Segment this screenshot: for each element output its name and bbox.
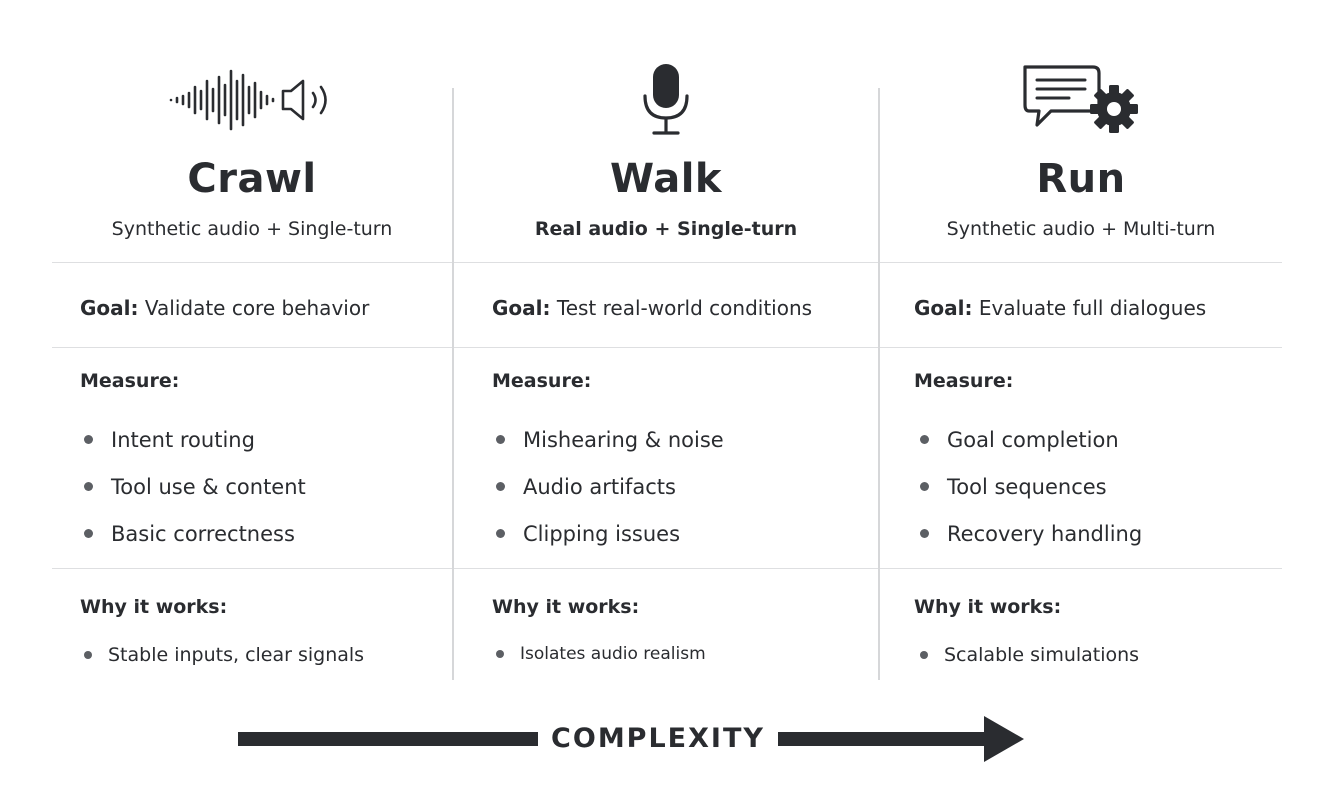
divider-header (52, 262, 1282, 263)
arrow-right-icon (984, 716, 1024, 762)
stage-goal: Goal: Test real-world conditions (492, 296, 812, 320)
measure-text: Intent routing (111, 427, 255, 452)
bullet-icon (920, 435, 929, 444)
complexity-label: COMPLEXITY (551, 723, 765, 754)
bullet-icon (496, 529, 505, 538)
why-label: Why it works: (914, 596, 1062, 618)
list-item: Stable inputs, clear signals (84, 644, 364, 666)
complexity-arrow: COMPLEXITY (238, 716, 1028, 762)
bullet-icon (84, 435, 93, 444)
why-label: Why it works: (492, 596, 640, 618)
stage-walk: Walk Real audio + Single-turn Goal: Test… (454, 60, 878, 680)
stage-goal: Goal: Validate core behavior (80, 296, 369, 320)
bullet-icon (84, 651, 92, 659)
why-list: Scalable simulations (920, 644, 1139, 666)
goal-text: Test real-world conditions (556, 296, 813, 320)
stages-board: Crawl Synthetic audio + Single-turn Goal… (52, 60, 1282, 680)
goal-text: Evaluate full dialogues (978, 296, 1207, 320)
list-item: Isolates audio realism (496, 644, 706, 664)
chat-gear-icon (880, 60, 1282, 140)
stage-title: Crawl (187, 156, 317, 202)
stage-title: Run (1036, 156, 1126, 202)
stage-subtitle: Synthetic audio + Multi-turn (946, 218, 1216, 240)
bullet-icon (496, 482, 505, 491)
measure-text: Mishearing & noise (523, 427, 724, 452)
bullet-icon (84, 482, 93, 491)
why-text: Stable inputs, clear signals (108, 644, 365, 666)
stage-crawl: Crawl Synthetic audio + Single-turn Goal… (52, 60, 452, 680)
divider-col-2 (878, 88, 880, 680)
list-item: Audio artifacts (496, 463, 724, 510)
bullet-icon (920, 482, 929, 491)
goal-label: Goal: (492, 296, 551, 320)
list-item: Mishearing & noise (496, 416, 724, 463)
stage-run: Run Synthetic audio + Multi-turn Goal: E… (880, 60, 1282, 680)
bullet-icon (920, 529, 929, 538)
measure-text: Tool use & content (111, 474, 306, 499)
list-item: Tool use & content (84, 463, 306, 510)
list-item: Basic correctness (84, 510, 306, 557)
measure-list: Intent routing Tool use & content Basic … (84, 416, 306, 557)
why-list: Isolates audio realism (496, 644, 706, 664)
divider-col-1 (452, 88, 454, 680)
stage-goal: Goal: Evaluate full dialogues (914, 296, 1206, 320)
goal-label: Goal: (914, 296, 973, 320)
measure-list: Mishearing & noise Audio artifacts Clipp… (496, 416, 724, 557)
list-item: Tool sequences (920, 463, 1142, 510)
measure-text: Tool sequences (947, 474, 1107, 499)
why-text: Scalable simulations (944, 644, 1140, 666)
measure-text: Recovery handling (947, 521, 1143, 546)
bullet-icon (920, 651, 928, 659)
divider-measure (52, 568, 1282, 569)
why-label: Why it works: (80, 596, 228, 618)
why-list: Stable inputs, clear signals (84, 644, 364, 666)
stage-title: Walk (610, 156, 722, 202)
list-item: Goal completion (920, 416, 1142, 463)
list-item: Intent routing (84, 416, 306, 463)
divider-goal (52, 347, 1282, 348)
measure-text: Goal completion (947, 427, 1119, 452)
measure-list: Goal completion Tool sequences Recovery … (920, 416, 1142, 557)
stage-subtitle: Synthetic audio + Single-turn (111, 218, 393, 240)
bullet-icon (496, 435, 505, 444)
bullet-icon (496, 650, 504, 658)
list-item: Recovery handling (920, 510, 1142, 557)
measure-label: Measure: (914, 370, 1014, 392)
goal-label: Goal: (80, 296, 139, 320)
measure-text: Basic correctness (111, 521, 295, 546)
microphone-icon (454, 60, 878, 140)
list-item: Scalable simulations (920, 644, 1139, 666)
goal-text: Validate core behavior (144, 296, 370, 320)
bullet-icon (84, 529, 93, 538)
measure-label: Measure: (80, 370, 180, 392)
arrow-shaft-right (778, 732, 992, 746)
arrow-shaft-left (238, 732, 538, 746)
stage-subtitle: Real audio + Single-turn (534, 218, 798, 240)
measure-text: Audio artifacts (523, 474, 676, 499)
list-item: Clipping issues (496, 510, 724, 557)
why-text: Isolates audio realism (520, 644, 706, 664)
waveform-speaker-icon (52, 60, 452, 140)
measure-text: Clipping issues (523, 521, 681, 546)
measure-label: Measure: (492, 370, 592, 392)
